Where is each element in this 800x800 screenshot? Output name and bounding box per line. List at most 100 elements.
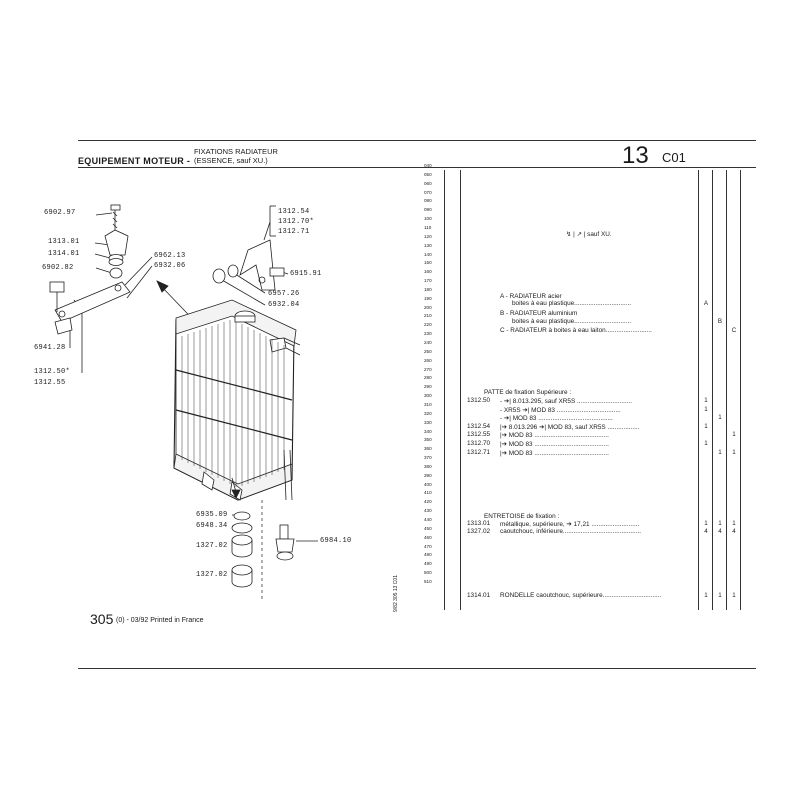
- row-number: 230: [424, 331, 432, 337]
- callout-6902-82: 6902.82: [42, 264, 74, 272]
- row-number: 040: [424, 163, 432, 168]
- row-number: 430: [424, 508, 432, 514]
- part-ref: 1327.02: [467, 528, 491, 536]
- part-ref: 1312.71: [467, 448, 491, 456]
- row-number: 390: [424, 472, 432, 478]
- callout-6984-10: 6984.10: [320, 537, 352, 545]
- callout-1327-02-lower: 1327.02: [196, 571, 228, 579]
- footer-model: 305: [90, 611, 114, 627]
- footer-print-info: (0) - 03/92 Printed in France: [116, 617, 204, 624]
- row-number: 320: [424, 410, 432, 416]
- part-ref: 1312.70: [467, 440, 491, 447]
- quantity-c: 1: [732, 431, 736, 439]
- header-rule-bottom: [78, 167, 756, 168]
- row-number: 150: [424, 260, 432, 266]
- table-divider-4: [712, 170, 713, 610]
- row-number: 440: [424, 517, 432, 522]
- row-number: 280: [424, 375, 432, 381]
- header-subtitle-1: FIXATIONS RADIATEUR: [194, 147, 278, 156]
- row-number: 300: [424, 393, 432, 399]
- callout-1327-02-upper: 1327.02: [196, 542, 228, 550]
- row-number: 500: [424, 570, 432, 576]
- group-number: 13: [622, 142, 649, 169]
- quantity-b: 1: [718, 414, 722, 422]
- quantity-b: 1: [718, 592, 722, 599]
- table-divider-5: [726, 170, 727, 610]
- callout-1312-70: 1312.70*: [278, 218, 315, 226]
- row-number: 480: [424, 552, 432, 558]
- quantity-a: 1: [704, 440, 708, 447]
- variant-a-line2: boites à eau plastique..................…: [512, 300, 631, 307]
- header-rule-top: [78, 140, 756, 141]
- row-number: 380: [424, 463, 432, 469]
- row-number: 510: [424, 578, 432, 584]
- row-number: 200: [424, 304, 432, 310]
- part-ref: 1312.54: [467, 422, 491, 430]
- row-number: 310: [424, 401, 432, 407]
- row-number: 400: [424, 481, 432, 487]
- callout-6962-13: 6962.13: [154, 252, 186, 260]
- row-number: 410: [424, 490, 432, 496]
- callout-6948-34: 6948.34: [196, 522, 228, 530]
- variant-b-col: B: [717, 318, 723, 325]
- quantity-a: 1: [704, 397, 708, 404]
- row-number: 330: [424, 419, 432, 425]
- callout-1312-55: 1312.55: [34, 379, 66, 387]
- callout-6932-04: 6932.04: [268, 301, 300, 309]
- row-number: 120: [424, 233, 432, 239]
- callout-1314-01: 1314.01: [48, 250, 80, 258]
- variant-b-line2: boites à eau plastique..................…: [512, 318, 631, 325]
- row-number: 130: [424, 242, 432, 248]
- row-number: 220: [424, 322, 432, 328]
- variant-a-col: A: [703, 300, 709, 307]
- part-ref: 1312.50: [467, 397, 491, 404]
- quantity-b: 1: [718, 520, 722, 527]
- row-number: 470: [424, 543, 432, 549]
- top-note: ↯ | ↗ | sauf XU.: [566, 231, 612, 238]
- variant-b-line1: B - RADIATEUR aluminium: [500, 310, 578, 317]
- quantity-a: 1: [704, 592, 708, 599]
- quantity-b: 1: [718, 448, 722, 456]
- row-number: 210: [424, 313, 432, 319]
- callout-6932-06: 6932.06: [154, 262, 186, 270]
- header-title: EQUIPEMENT MOTEUR -: [78, 156, 191, 166]
- table-divider-3: [698, 170, 699, 610]
- part-description: |➔ MOD 83 ..............................…: [500, 441, 609, 448]
- row-number: 100: [424, 216, 432, 222]
- row-number: 050: [424, 171, 432, 177]
- row-number: 090: [424, 207, 432, 213]
- part-ref: 1312.55: [467, 431, 491, 439]
- quantity-a: 1: [704, 422, 708, 430]
- row-number: 350: [424, 437, 432, 443]
- table-divider-1: [444, 170, 445, 610]
- group2-heading: ENTRETOISE de fixation :: [484, 513, 560, 520]
- header-subtitle-2: (ESSENCE, sauf XU.): [194, 156, 268, 165]
- quantity-b: 4: [718, 528, 722, 536]
- row-number: 370: [424, 455, 432, 461]
- table-divider-6: [740, 170, 741, 610]
- callout-6957-26: 6957.26: [268, 290, 300, 298]
- callout-1312-50: 1312.50*: [34, 368, 71, 376]
- row-number: 290: [424, 384, 432, 390]
- variant-a-line1: A - RADIATEUR acier: [500, 293, 562, 300]
- callout-1312-54: 1312.54: [278, 208, 310, 216]
- row-number: 190: [424, 295, 432, 301]
- quantity-c: 4: [732, 528, 736, 536]
- row-number: 360: [424, 446, 432, 452]
- callout-6915-91: 6915.91: [290, 270, 322, 278]
- row-number: 180: [424, 286, 432, 292]
- quantity-c: 1: [732, 448, 736, 456]
- row-number: 260: [424, 357, 432, 363]
- group1-heading: PATTE de fixation Supérieure :: [484, 389, 572, 396]
- callout-1313-01: 1313.01: [48, 238, 80, 246]
- row-number: 270: [424, 366, 432, 372]
- footer-vertical-code: 9/82 305 13 C01: [393, 575, 399, 612]
- row-number: 490: [424, 561, 432, 567]
- part-description: métallique, supérieure, ➔ 17,21 ........…: [500, 521, 640, 528]
- variant-c-col: C: [731, 327, 737, 334]
- quantity-a: 4: [704, 528, 708, 536]
- callout-6902-97: 6902.97: [44, 209, 76, 217]
- row-number: 060: [424, 180, 432, 186]
- row-number: 110: [424, 224, 432, 230]
- section-code: C01: [662, 150, 686, 165]
